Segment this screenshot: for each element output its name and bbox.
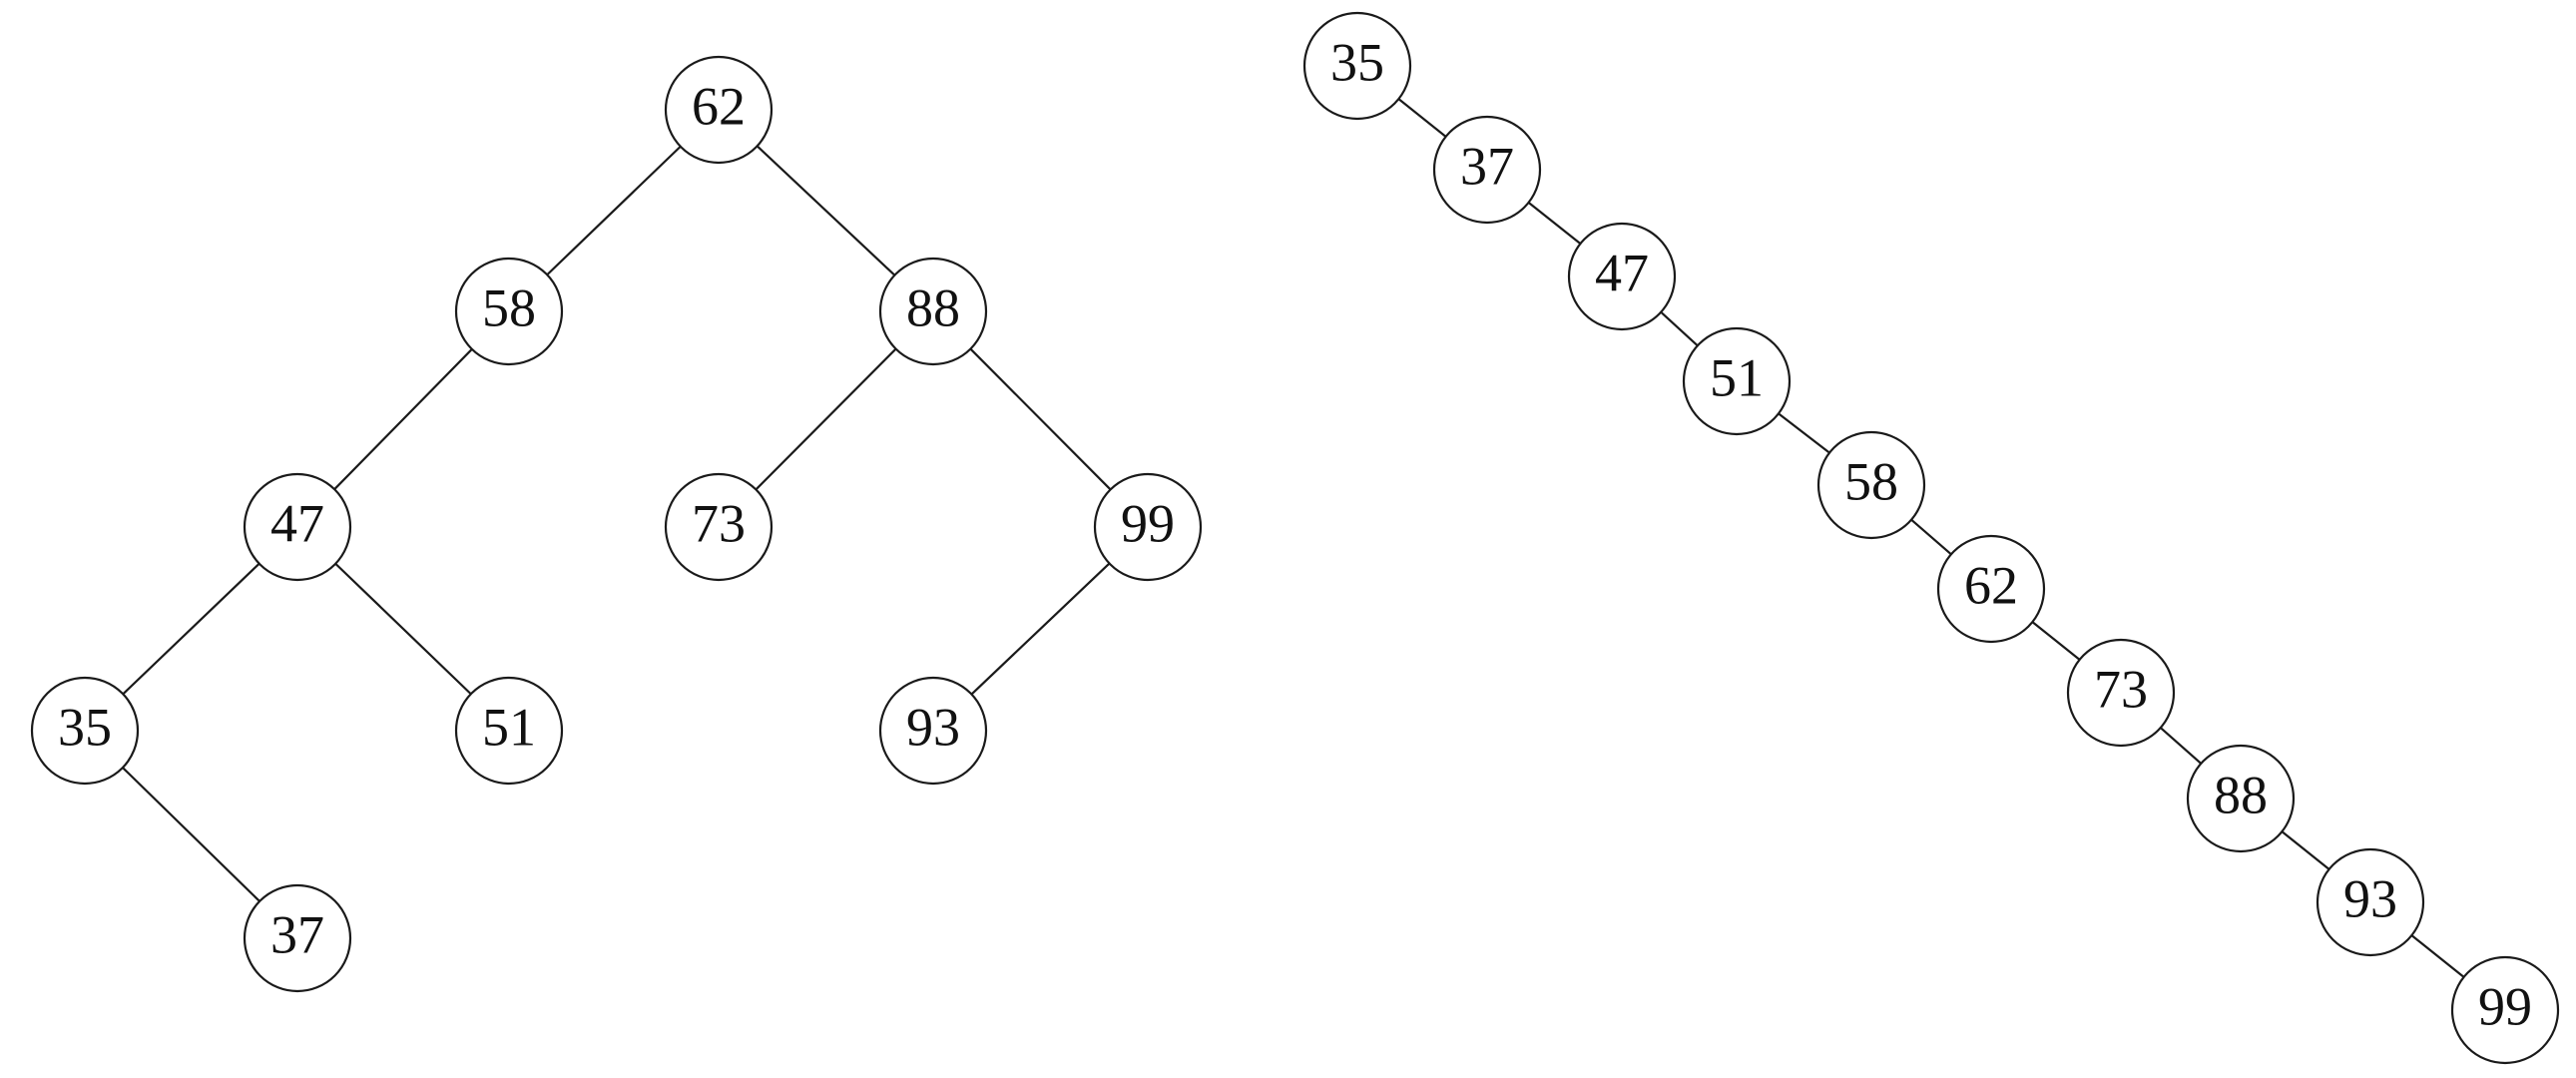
skewed-tree-node: 62 (1936, 534, 2046, 644)
balanced-edge (334, 562, 472, 696)
node-circle (1432, 115, 1542, 225)
node-label: 73 (692, 493, 746, 553)
node-circle (1093, 472, 1203, 582)
node-circle (30, 676, 140, 786)
node-label: 93 (2343, 868, 2397, 928)
node-label: 47 (1595, 243, 1649, 302)
skewed-edge (2281, 830, 2330, 870)
skewed-edge (2410, 934, 2465, 978)
balanced-tree-node: 58 (454, 257, 564, 366)
node-label: 51 (482, 697, 536, 757)
node-label: 88 (906, 277, 960, 337)
node-label: 62 (1964, 555, 2018, 615)
skewed-edge (2159, 727, 2203, 765)
skewed-tree-node: 37 (1432, 115, 1542, 225)
node-circle (2186, 744, 2296, 853)
node-label: 73 (2094, 659, 2148, 719)
skewed-edge (1660, 310, 1699, 347)
balanced-tree-node: 88 (878, 257, 988, 366)
node-circle (243, 883, 352, 993)
node-circle (1936, 534, 2046, 644)
balanced-edge (970, 562, 1111, 696)
skewed-edge (2031, 621, 2081, 661)
edges-layer (122, 98, 2465, 978)
node-circle (2450, 955, 2560, 1065)
skewed-tree-node: 99 (2450, 955, 2560, 1065)
balanced-edge (122, 562, 260, 696)
node-circle (1567, 222, 1677, 331)
node-label: 58 (1844, 451, 1898, 511)
node-label: 93 (906, 697, 960, 757)
nodes-layer: 62 58 88 47 73 99 35 51 93 37 35 37 47 51 58 62 73 88 93 99 (30, 11, 2560, 1065)
node-label: 88 (2214, 765, 2268, 824)
balanced-tree-node: 73 (664, 472, 773, 582)
balanced-tree-node: 51 (454, 676, 564, 786)
node-circle (664, 55, 773, 165)
node-circle (1682, 326, 1792, 436)
node-circle (1302, 11, 1412, 121)
node-label: 51 (1710, 347, 1764, 407)
node-circle (1816, 430, 1926, 540)
node-label: 99 (1121, 493, 1175, 553)
skewed-tree-node: 88 (2186, 744, 2296, 853)
node-label: 35 (1330, 32, 1384, 92)
balanced-edge (546, 145, 682, 276)
skewed-tree-node: 73 (2066, 638, 2176, 748)
balanced-tree-node: 35 (30, 676, 140, 786)
node-label: 37 (270, 904, 324, 964)
node-label: 58 (482, 277, 536, 337)
balanced-edge (122, 767, 260, 902)
balanced-edge (969, 347, 1112, 491)
node-label: 37 (1460, 136, 1514, 196)
skewed-edge (1397, 98, 1447, 138)
skewed-edge (1527, 202, 1582, 245)
node-label: 47 (270, 493, 324, 553)
skewed-tree-node: 93 (2316, 847, 2425, 957)
node-circle (454, 257, 564, 366)
node-circle (878, 676, 988, 786)
skewed-edge (1910, 518, 1952, 556)
node-label: 99 (2478, 976, 2532, 1036)
balanced-tree-node: 62 (664, 55, 773, 165)
node-label: 62 (692, 76, 746, 136)
balanced-tree-node: 37 (243, 883, 352, 993)
balanced-tree-node: 47 (243, 472, 352, 582)
node-circle (454, 676, 564, 786)
skewed-tree-node: 47 (1567, 222, 1677, 331)
skewed-tree-node: 58 (1816, 430, 1926, 540)
node-label: 35 (58, 697, 112, 757)
balanced-edge (756, 145, 896, 276)
skewed-tree-node: 35 (1302, 11, 1412, 121)
balanced-tree-node: 93 (878, 676, 988, 786)
balanced-edge (333, 348, 473, 490)
node-circle (664, 472, 773, 582)
balanced-edge (755, 347, 897, 491)
node-circle (2316, 847, 2425, 957)
node-circle (243, 472, 352, 582)
node-circle (2066, 638, 2176, 748)
node-circle (878, 257, 988, 366)
skewed-edge (1778, 412, 1830, 454)
balanced-tree-node: 99 (1093, 472, 1203, 582)
skewed-tree-node: 51 (1682, 326, 1792, 436)
